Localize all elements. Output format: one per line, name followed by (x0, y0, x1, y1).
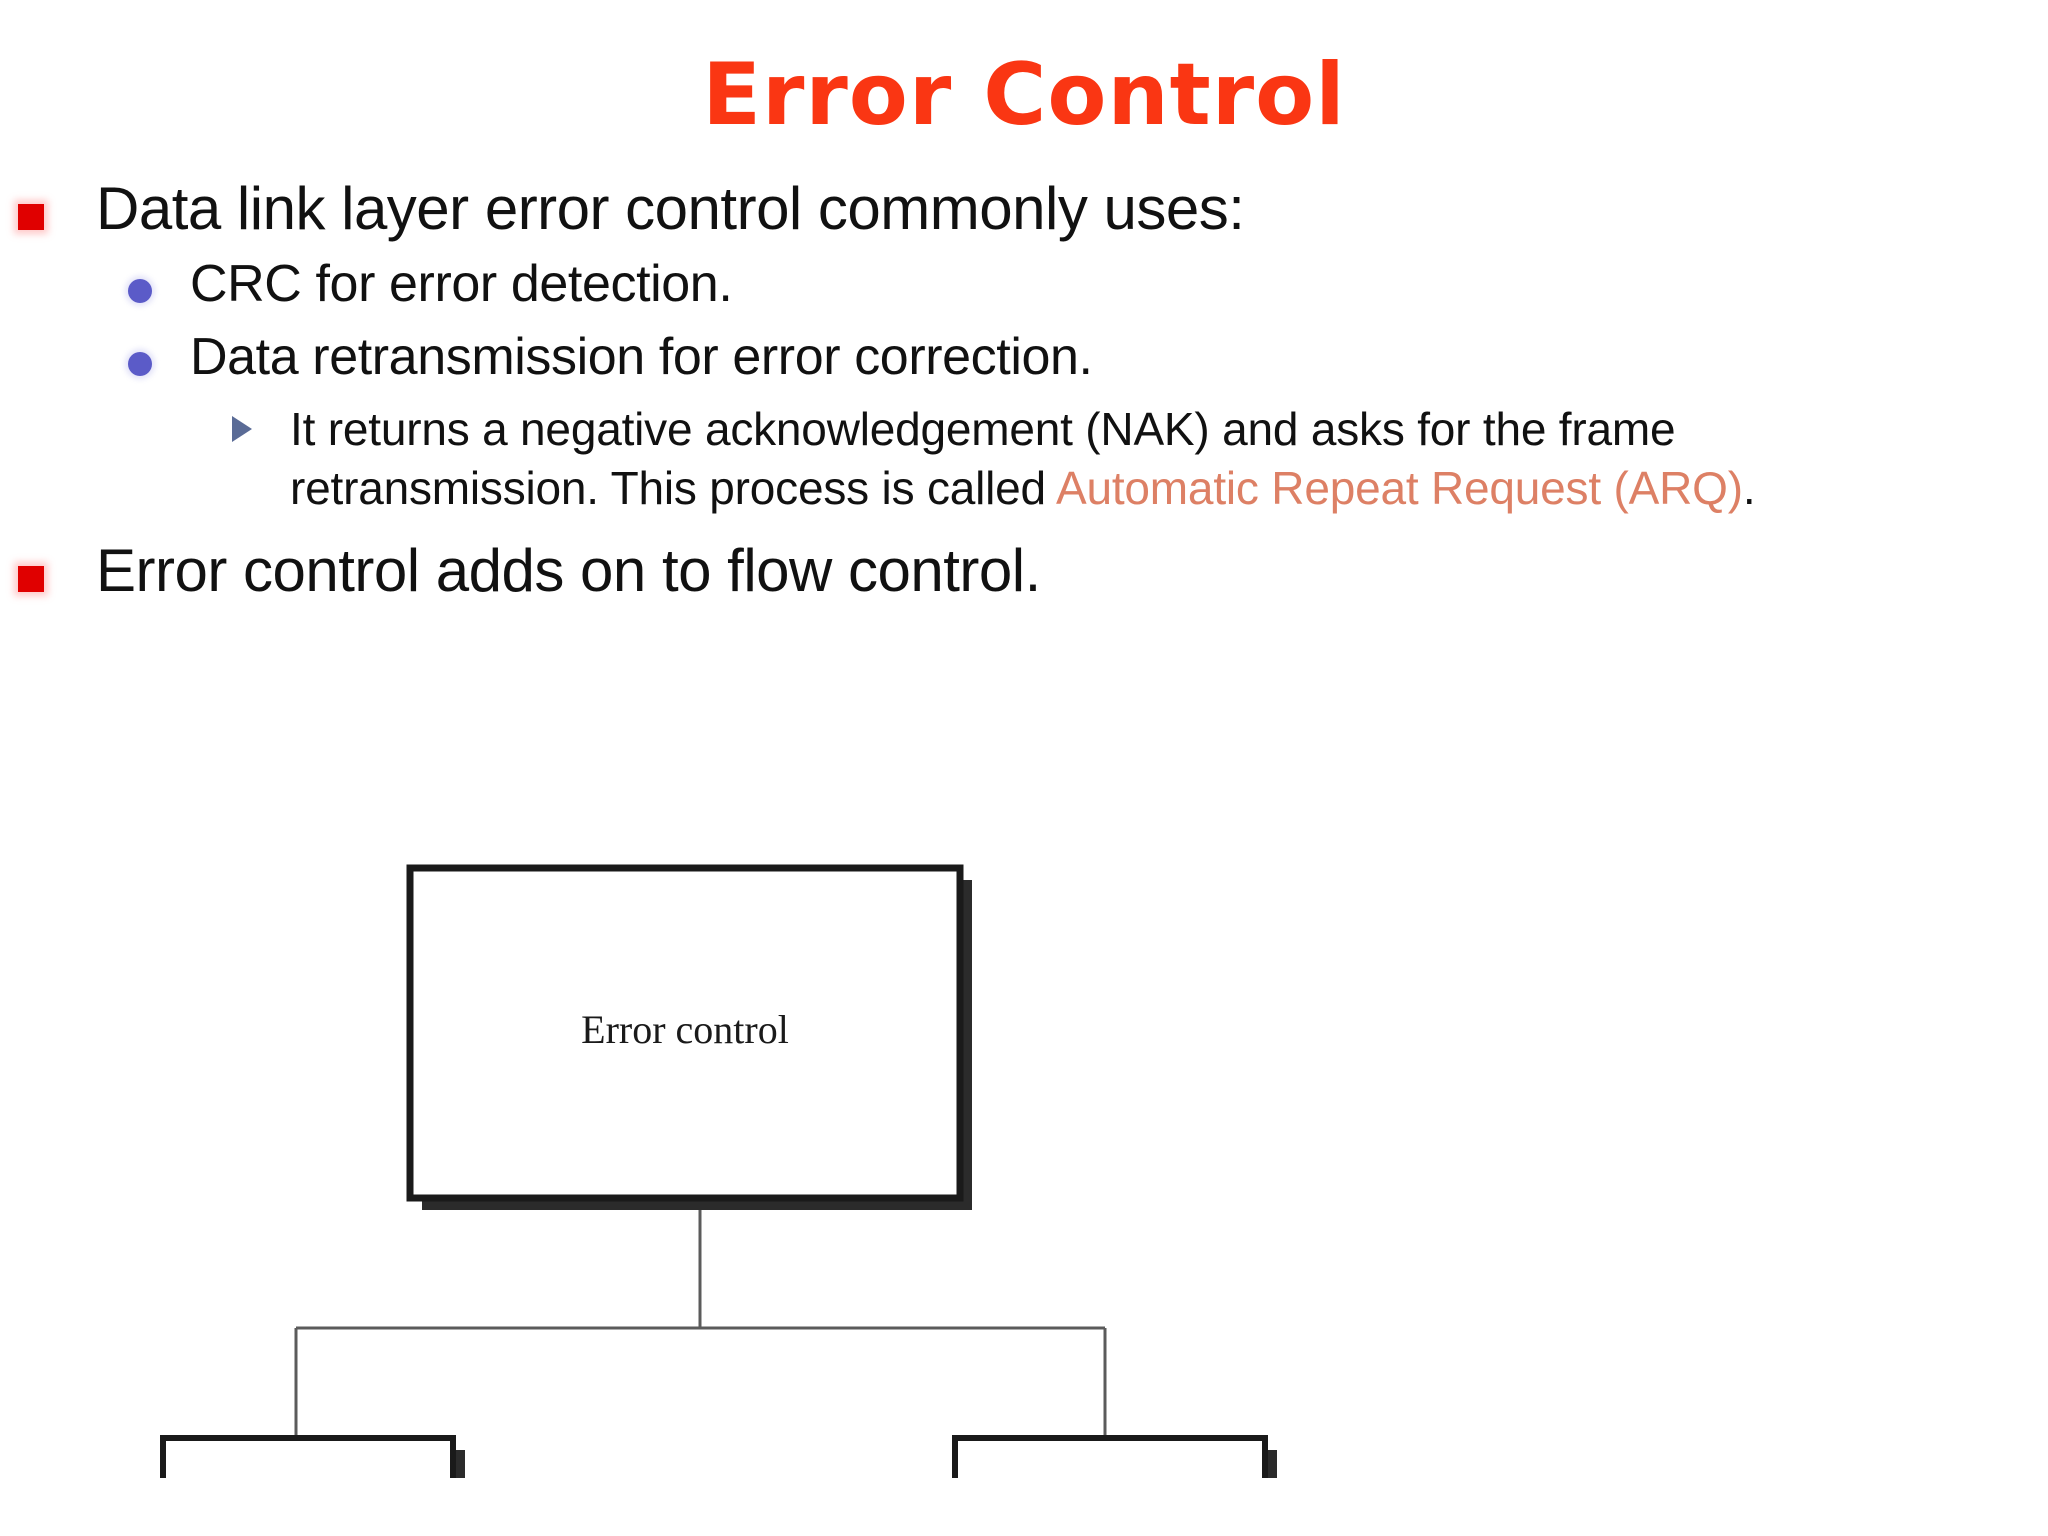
diagram-node-sliding-window: Sliding window ARQ (952, 1435, 1277, 1478)
blue-circle-bullet-icon (128, 279, 152, 304)
list-item: It returns a negative acknowledgement (N… (0, 400, 1960, 518)
list-item-label: CRC for error detection. (190, 255, 733, 314)
list-item: CRC for error detection. (0, 257, 1960, 312)
diagram-node-stop-and-wait: Stop-and-wait ARQ (160, 1435, 465, 1478)
node-box (406, 864, 964, 1202)
bullet-list: Data link layer error control commonly u… (0, 178, 1960, 607)
list-item-label: Data link layer error control commonly u… (96, 175, 1245, 242)
list-item: Data retransmission for error correction… (0, 327, 1960, 386)
list-item: Data link layer error control commonly u… (0, 178, 1960, 239)
red-square-bullet-icon (18, 204, 44, 230)
arq-highlight-text: Automatic Repeat Request (ARQ) (1055, 462, 1743, 515)
node-box (160, 1435, 456, 1478)
list-item-label: Data retransmission for error correction… (190, 327, 1093, 386)
blue-circle-bullet-icon (128, 351, 152, 376)
red-square-bullet-icon (18, 566, 44, 593)
list-item-label: Error control adds on to flow control. (96, 537, 1041, 605)
list-item-label-lead: It returns a negative acknowledgement (N… (290, 403, 1676, 515)
blue-arrow-bullet-icon (232, 416, 252, 443)
node-label: Error control (581, 1007, 789, 1052)
list-item: Error control adds on to flow control. (0, 540, 1960, 601)
diagram-node-error-control: Error control (406, 864, 972, 1210)
list-item-label-tail: . (1742, 462, 1756, 515)
diagram-connectors (294, 1208, 1107, 1438)
page-title: Error Control (702, 45, 1346, 145)
error-control-tree-diagram: Error control Stop-and-wait ARQ Sliding … (100, 838, 1950, 1478)
node-box (952, 1435, 1268, 1478)
